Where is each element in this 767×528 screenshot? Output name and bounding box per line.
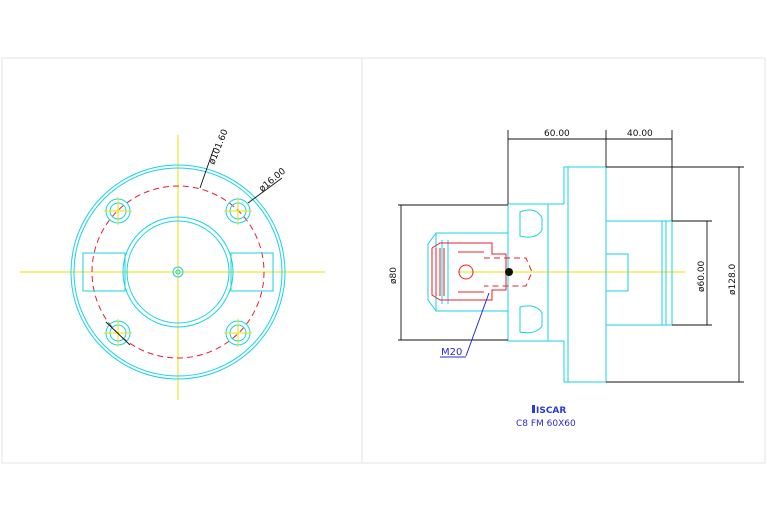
iscar-logo-icon: ISCAR (532, 405, 566, 416)
left-diameter-dimension-lines (398, 204, 508, 341)
flange-outer-chamfer (73, 167, 283, 377)
side-view-panel (361, 57, 766, 464)
svg-text:ISCAR: ISCAR (536, 406, 566, 416)
flange-body (563, 166, 607, 383)
left-drive-slot (82, 252, 126, 292)
bore-inner-circle (126, 220, 230, 324)
right-diameter-dimension-lines (672, 220, 712, 326)
collet-nose-outline (427, 232, 508, 312)
flange-diameter-dimension: ø128.0 (728, 263, 738, 295)
thread-label: M20 (441, 347, 462, 358)
center-hole-inner (175, 269, 181, 275)
center-hole (172, 266, 184, 278)
threaded-pull-stud (431, 242, 533, 301)
flange-diameter-dimension-lines (606, 166, 744, 383)
reference-point (505, 268, 513, 276)
outer-diameter-leader (199, 147, 215, 189)
length-dimensions (507, 130, 673, 221)
flange-outer-circle (70, 164, 286, 380)
left-diameter-dimension: ø80 (389, 267, 399, 284)
key-top (519, 209, 543, 238)
thread-leader (465, 292, 490, 357)
bolt-circle (91, 185, 265, 359)
length-dimension-left: 60.00 (544, 129, 570, 139)
model-label: C8 FM 60X60 (516, 419, 576, 429)
hole-diameter-leader (247, 177, 283, 204)
side-view: 60.00 40.00 ø80 ø60.00 ø128.0 M20 (389, 129, 744, 383)
hole-cross-leader (105, 321, 131, 346)
key-bottom (519, 305, 543, 334)
bore-outer-circle (122, 216, 234, 328)
front-view-panel (1, 57, 363, 464)
length-dimension-right: 40.00 (627, 129, 653, 139)
right-drive-slot (230, 252, 274, 292)
right-shank-slot (606, 253, 629, 292)
right-diameter-dimension: ø60.00 (697, 260, 707, 292)
right-shank-outline (606, 220, 673, 326)
